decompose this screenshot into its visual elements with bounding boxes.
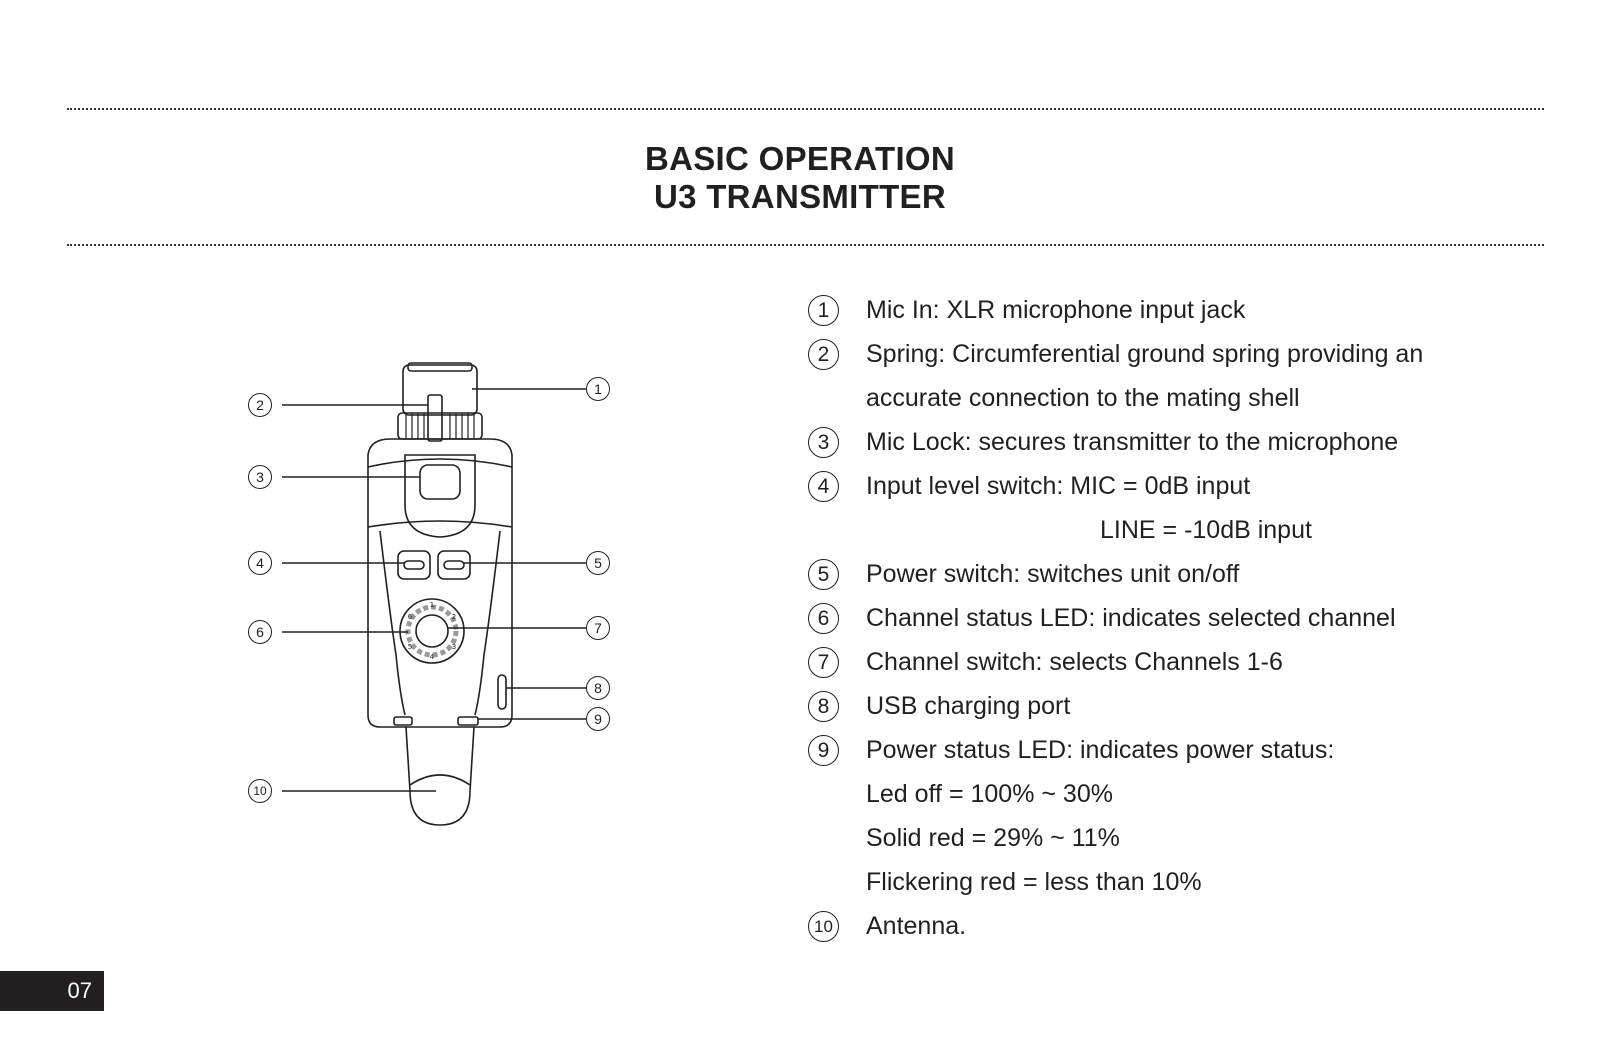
list-item: 10 Antenna.: [808, 904, 1568, 948]
item-text-continued: LINE = -10dB input: [1100, 516, 1312, 544]
ground-spring: [397, 412, 483, 440]
item-text: Channel status LED: indicates selected c…: [866, 604, 1396, 632]
feature-list: 1 Mic In: XLR microphone input jack 2 Sp…: [808, 288, 1568, 948]
channel-led-ring: [399, 598, 465, 664]
item-text: Power switch: switches unit on/off: [866, 560, 1240, 588]
callout-8: 8: [586, 676, 610, 700]
callout-9: 9: [586, 707, 610, 731]
channel-digit-3: 3: [452, 643, 456, 651]
item-number: 6: [808, 603, 839, 634]
item-subline: Led off = 100% ~ 30%: [866, 780, 1113, 808]
callout-5: 5: [586, 551, 610, 575]
item-text: Mic In: XLR microphone input jack: [866, 296, 1246, 324]
item-number: 4: [808, 471, 839, 502]
item-text: Mic Lock: secures transmitter to the mic…: [866, 428, 1399, 456]
list-item: 4 Input level switch: MIC = 0dB input LI…: [808, 464, 1568, 552]
channel-digit-4: 4: [430, 653, 435, 661]
item-number: 8: [808, 691, 839, 722]
item-text: Channel switch: selects Channels 1-6: [866, 648, 1283, 676]
transmitter-diagram: 1 2 3 4 5 6 1 2 3 4 5 6 7 8 9 10: [240, 355, 660, 855]
power-switch: [437, 550, 471, 580]
list-item: 9 Power status LED: indicates power stat…: [808, 728, 1568, 904]
callout-6: 6: [248, 620, 272, 644]
page-number: 07: [0, 971, 104, 1011]
body-shell: [367, 438, 513, 728]
item-text-continued: accurate connection to the mating shell: [866, 384, 1300, 412]
item-number: 5: [808, 559, 839, 590]
item-subline: Flickering red = less than 10%: [866, 868, 1202, 896]
input-level-switch: [397, 550, 431, 580]
callout-10: 10: [248, 779, 272, 803]
list-item: 5 Power switch: switches unit on/off: [808, 552, 1568, 596]
item-number: 10: [808, 911, 839, 942]
bottom-dotted-rule: [67, 244, 1544, 246]
channel-digit-1: 1: [430, 601, 434, 609]
power-led: [393, 716, 413, 726]
item-number: 9: [808, 735, 839, 766]
xlr-jack: [402, 364, 478, 416]
usb-port: [497, 674, 507, 710]
callout-7: 7: [586, 616, 610, 640]
list-item: 7 Channel switch: selects Channels 1-6: [808, 640, 1568, 684]
item-number: 1: [808, 295, 839, 326]
list-item: 1 Mic In: XLR microphone input jack: [808, 288, 1568, 332]
page-title: BASIC OPERATION U3 TRANSMITTER: [0, 140, 1600, 216]
item-text: USB charging port: [866, 692, 1071, 720]
transmitter-illustration: 1 2 3 4 5 6: [282, 362, 586, 826]
mic-lock: [404, 454, 476, 538]
antenna: [405, 726, 475, 826]
item-text: Antenna.: [866, 912, 967, 940]
title-line-1: BASIC OPERATION: [644, 140, 956, 177]
top-dotted-rule: [67, 108, 1544, 110]
channel-digit-6: 6: [408, 613, 413, 621]
item-number: 7: [808, 647, 839, 678]
channel-switch: [415, 614, 449, 648]
list-item: 6 Channel status LED: indicates selected…: [808, 596, 1568, 640]
item-text: Power status LED: indicates power status…: [866, 736, 1335, 764]
list-item: 8 USB charging port: [808, 684, 1568, 728]
title-line-2: U3 TRANSMITTER: [653, 178, 947, 215]
list-item: 3 Mic Lock: secures transmitter to the m…: [808, 420, 1568, 464]
item-text: Spring: Circumferential ground spring pr…: [866, 340, 1424, 368]
callout-3: 3: [248, 465, 272, 489]
item-number: 3: [808, 427, 839, 458]
item-subline: Solid red = 29% ~ 11%: [866, 824, 1120, 852]
callout-1: 1: [586, 377, 610, 401]
callout-4: 4: [248, 551, 272, 575]
channel-digit-5: 5: [408, 643, 412, 651]
item-number: 2: [808, 339, 839, 370]
list-item: 2 Spring: Circumferential ground spring …: [808, 332, 1568, 420]
callout-2: 2: [248, 393, 272, 417]
item-text: Input level switch: MIC = 0dB input: [866, 472, 1251, 500]
channel-digit-2: 2: [452, 613, 456, 621]
